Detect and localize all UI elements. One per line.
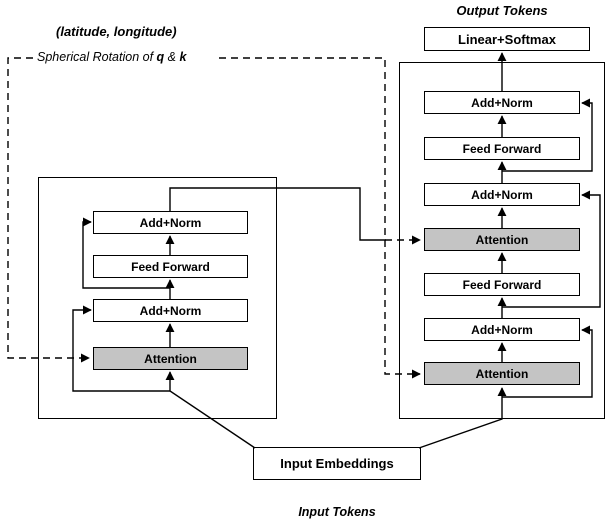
decoder-add-norm-2-box: Add+Norm	[424, 183, 580, 206]
decoder-add-norm-3-box: Add+Norm	[424, 318, 580, 341]
rotation-k-text: k	[179, 50, 187, 64]
input-tokens-caption: Input Tokens	[298, 505, 376, 519]
linear-softmax-box: Linear+Softmax	[424, 27, 590, 51]
decoder-feed-forward-1-box: Feed Forward	[424, 137, 580, 160]
rotation-amp-text: &	[164, 50, 180, 64]
rotation-prefix-text: Spherical Rotation of	[37, 50, 157, 64]
rotation-q-text: q	[156, 50, 165, 64]
encoder-feed-forward-box: Feed Forward	[93, 255, 248, 278]
decoder-feed-forward-2-box: Feed Forward	[424, 273, 580, 296]
spherical-rotation-caption: Spherical Rotation of q & k	[37, 50, 186, 64]
encoder-add-norm-bottom-box: Add+Norm	[93, 299, 248, 322]
decoder-cross-attention-box: Attention	[424, 228, 580, 251]
decoder-self-attention-box: Attention	[424, 362, 580, 385]
decoder-add-norm-1-box: Add+Norm	[424, 91, 580, 114]
input-embeddings-box: Input Embeddings	[253, 447, 421, 480]
encoder-add-norm-top-box: Add+Norm	[93, 211, 248, 234]
encoder-attention-box: Attention	[93, 347, 248, 370]
latitude-longitude-caption: (latitude, longitude)	[56, 24, 177, 39]
output-tokens-caption: Output Tokens	[456, 3, 548, 18]
